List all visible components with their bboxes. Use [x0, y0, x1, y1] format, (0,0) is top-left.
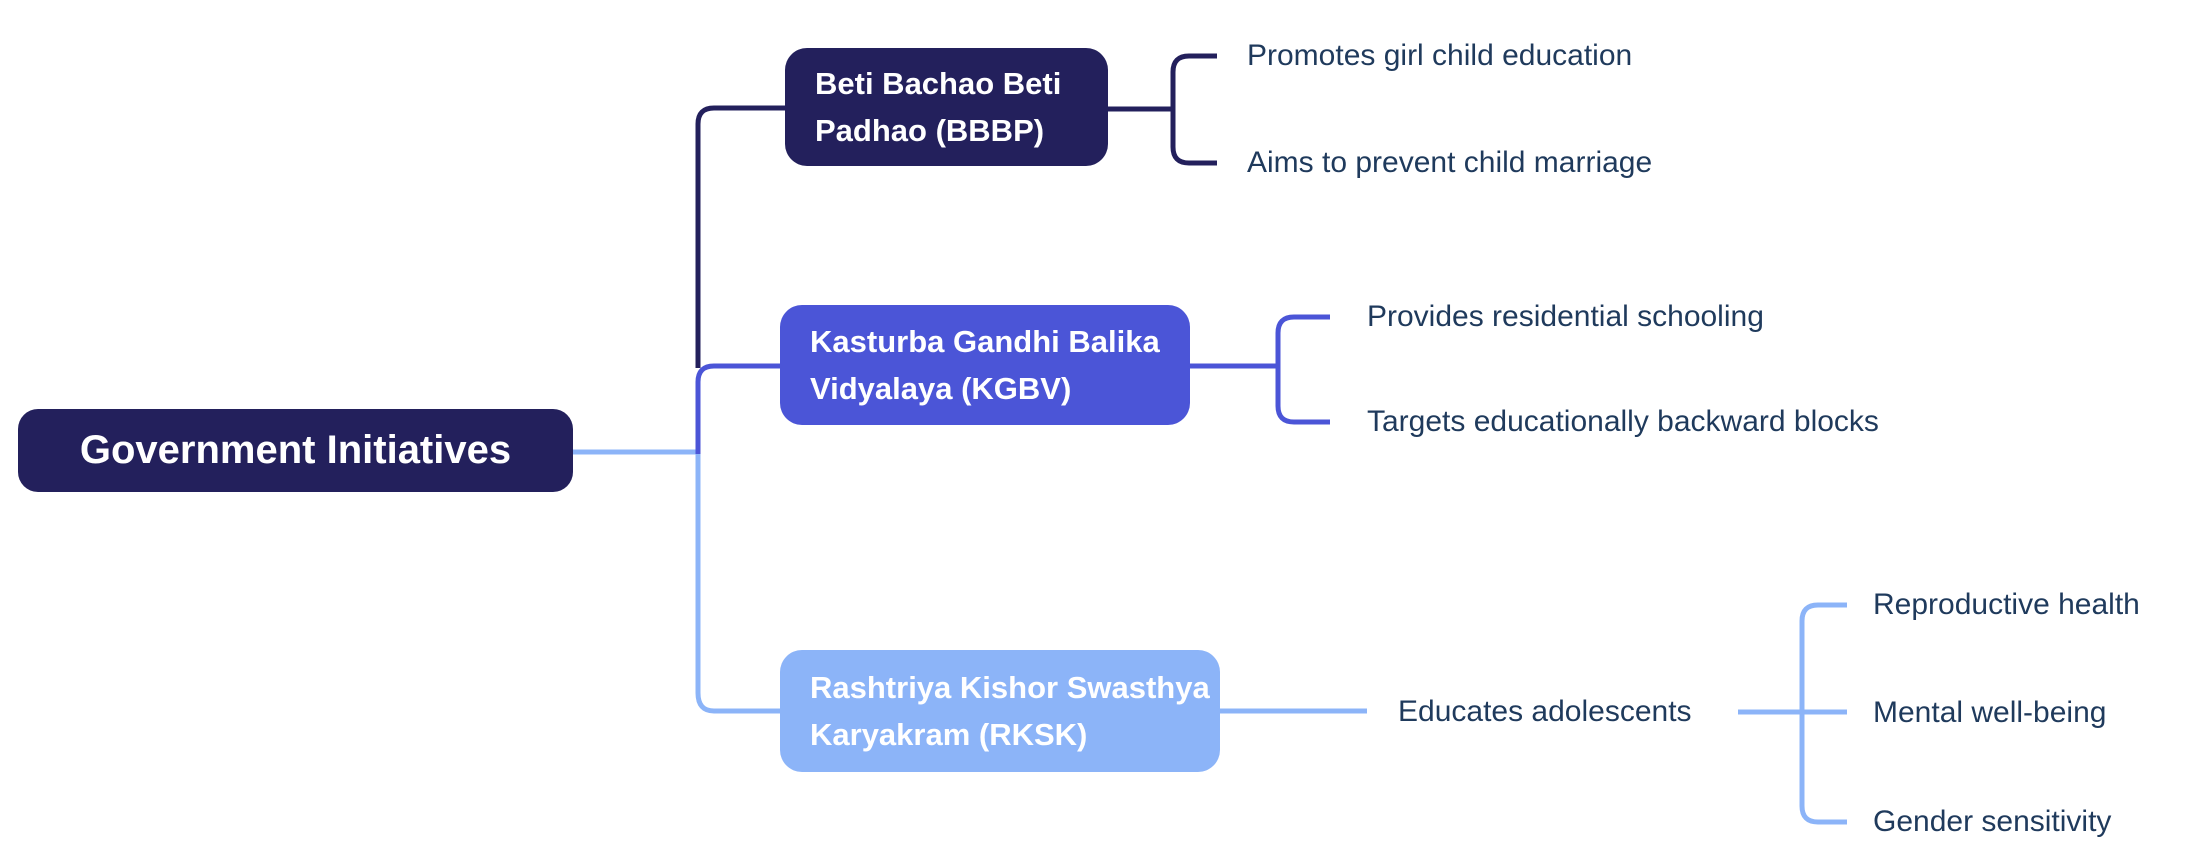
branch-node-label-line: Beti Bachao Beti: [815, 66, 1062, 101]
branch-node-label-line: Vidyalaya (KGBV): [810, 371, 1072, 406]
connector-bbbp-branch: [695, 53, 1217, 368]
branch-node-bbbp[interactable]: Beti Bachao Beti Padhao (BBBP): [785, 48, 1108, 166]
branch-node-label-line: Rashtriya Kishor Swasthya: [810, 670, 1210, 705]
branch-node-rksk[interactable]: Rashtriya Kishor Swasthya Karyakram (RKS…: [780, 650, 1220, 772]
leaf-node[interactable]: Mental well-being: [1873, 696, 2107, 729]
leaf-node[interactable]: Reproductive health: [1873, 588, 2140, 621]
connector-kgbv-branch: [695, 314, 1330, 454]
subnode-educates-adolescents[interactable]: Educates adolescents: [1398, 695, 1692, 728]
leaf-node[interactable]: Aims to prevent child marriage: [1247, 146, 1653, 179]
connector-rksk-branch: [573, 449, 1847, 825]
leaf-node[interactable]: Promotes girl child education: [1247, 39, 1633, 72]
branch-node-label-line: Kasturba Gandhi Balika: [810, 324, 1160, 359]
branch-node-kgbv[interactable]: Kasturba Gandhi Balika Vidyalaya (KGBV): [780, 305, 1190, 425]
root-node-label: Government Initiatives: [79, 428, 512, 472]
branch-node-label-line: Padhao (BBBP): [815, 113, 1045, 148]
leaf-node[interactable]: Targets educationally backward blocks: [1367, 405, 1879, 438]
leaf-node[interactable]: Gender sensitivity: [1873, 805, 2112, 838]
leaf-node[interactable]: Provides residential schooling: [1367, 300, 1764, 333]
branch-node-label-line: Karyakram (RKSK): [810, 717, 1088, 752]
root-node[interactable]: Government Initiatives: [18, 409, 573, 492]
